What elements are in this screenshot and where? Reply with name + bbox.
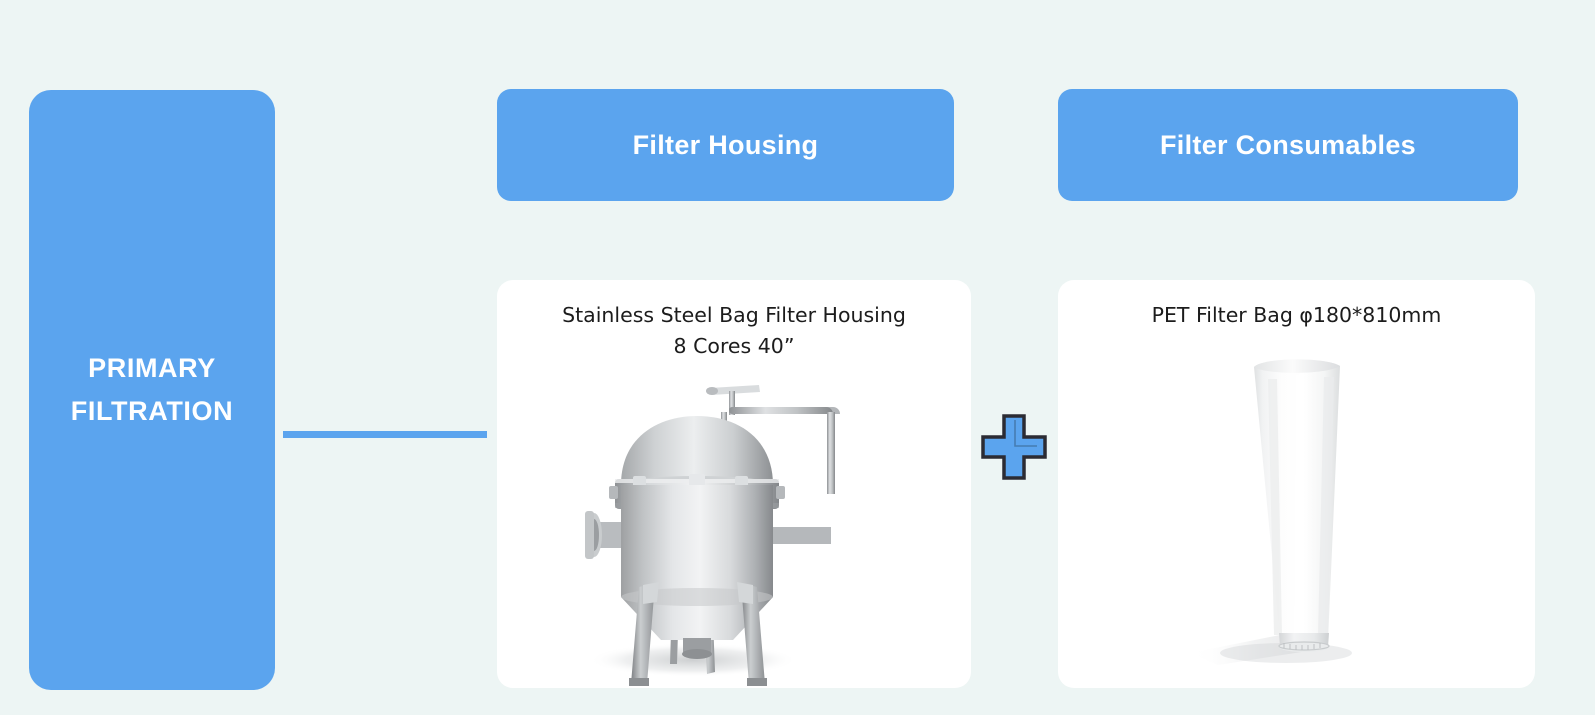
product-card-filter-consumables[interactable]: PET Filter Bag φ180*810mm: [1058, 280, 1535, 688]
product-caption-filter-housing: Stainless Steel Bag Filter Housing 8 Cor…: [562, 303, 906, 359]
filter-housing-image: [497, 372, 971, 688]
stage-panel-label: PRIMARY FILTRATION: [70, 353, 234, 426]
tab-filter-housing[interactable]: Filter Housing: [497, 89, 954, 201]
tab-filter-consumables[interactable]: Filter Consumables: [1058, 89, 1518, 201]
stage-connector-line: [283, 431, 487, 438]
pet-filter-bag-image: [1058, 335, 1535, 688]
product-card-filter-housing[interactable]: Stainless Steel Bag Filter Housing 8 Cor…: [497, 280, 971, 688]
product-caption-filter-bag: PET Filter Bag φ180*810mm: [1151, 303, 1442, 327]
stage-panel-primary-filtration[interactable]: PRIMARY FILTRATION: [29, 90, 275, 690]
plus-icon: [977, 410, 1051, 484]
tab-filter-housing-label: Filter Housing: [632, 129, 819, 160]
tab-filter-consumables-label: Filter Consumables: [1160, 129, 1416, 160]
